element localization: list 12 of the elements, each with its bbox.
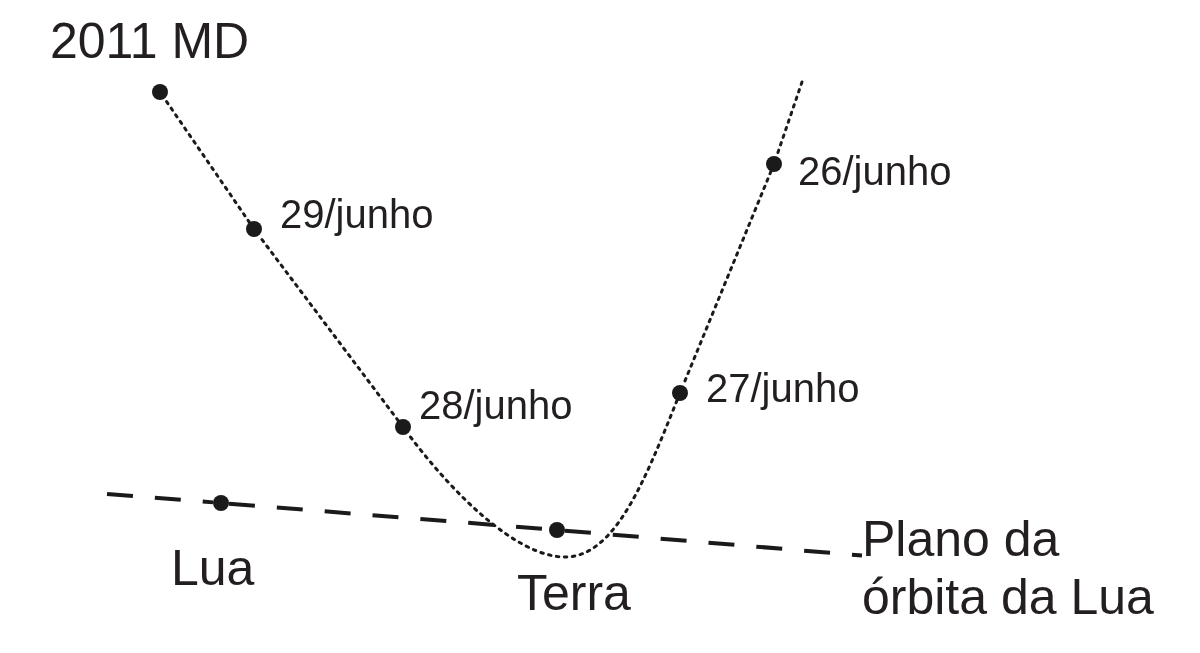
line-label: Plano da órbita da Lua	[862, 510, 1162, 626]
point-label: 2011 MD	[50, 16, 250, 66]
point-label: Terra	[517, 568, 631, 618]
point-label: 27/junho	[706, 368, 860, 408]
dotted-line	[406, 398, 679, 559]
dotted-line	[163, 97, 251, 224]
dashed-line	[106, 492, 214, 505]
dashed-line	[564, 528, 863, 558]
point-label: 28/junho	[419, 385, 573, 425]
point-label: Lua	[171, 543, 255, 593]
point-label: 29/junho	[280, 194, 434, 234]
point-label: 26/junho	[798, 151, 952, 191]
